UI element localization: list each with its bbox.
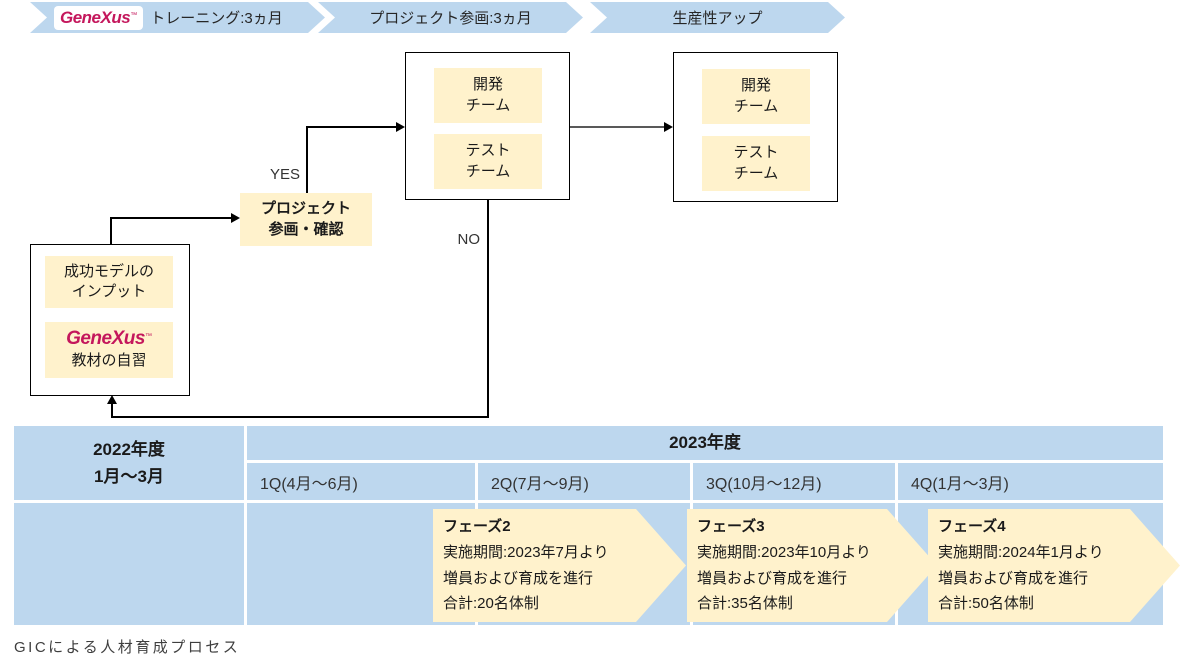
test-team-line2: チーム	[465, 162, 511, 180]
connector-no-up	[111, 403, 113, 417]
fy2022-line1: 2022年度	[93, 439, 165, 459]
q4-label: 4Q(1月〜3月)	[911, 475, 1009, 493]
phase-4-arrow: フェーズ4 実施期間:2024年1月より 増員および育成を進行 合計:50名体制	[928, 509, 1180, 622]
phase-3-title: フェーズ3	[697, 518, 765, 535]
dev-team-box-2: 開発 チーム	[702, 69, 810, 124]
connector-yes-right	[306, 126, 397, 128]
connector-no-left	[111, 416, 489, 418]
phase-4-total: 合計:50名体制	[938, 595, 1034, 613]
banner-project-join-label: プロジェクト参画:3ヵ月	[369, 10, 532, 27]
phase-2-action: 増員および育成を進行	[443, 569, 594, 587]
phase-3-period: 実施期間:2023年10月より	[697, 543, 871, 561]
dev-team-line1: 開発	[472, 76, 503, 94]
genexus-self-study-box: GeneXus™ 教材の自習	[45, 322, 173, 378]
connector-no-down	[487, 200, 489, 417]
genexus-logo: GeneXus	[60, 7, 131, 27]
header-q4: 4Q(1月〜3月)	[898, 463, 1163, 500]
connector-to-decision	[110, 217, 232, 219]
q3-label: 3Q(10月〜12月)	[706, 475, 822, 493]
slide-caption: GICによる人材育成プロセス	[14, 639, 241, 656]
phase-4-title: フェーズ4	[938, 518, 1006, 535]
phase-2-arrow: フェーズ2 実施期間:2023年7月より 増員および育成を進行 合計:20名体制	[433, 509, 686, 622]
connector-start-up	[110, 218, 112, 244]
test-team-line2: チーム	[733, 164, 779, 182]
dev-team-box-1: 開発 チーム	[434, 68, 542, 123]
team-box-1: 開発 チーム テスト チーム	[405, 52, 570, 200]
genexus-logo-big: GeneXus™	[66, 328, 152, 350]
banner-training-label: トレーニング:3ヵ月	[150, 10, 283, 27]
header-q2: 2Q(7月〜9月)	[478, 463, 690, 500]
phase-2-title: フェーズ2	[443, 518, 511, 535]
self-study-label: 教材の自習	[71, 351, 147, 369]
dev-team-line2: チーム	[733, 97, 779, 115]
connector-team1-team2	[570, 126, 665, 128]
body-cell-fy2022	[14, 503, 244, 625]
project-join-confirm-box: プロジェクト 参画・確認	[240, 193, 372, 246]
start-box: 成功モデルの インプット GeneXus™ 教材の自習	[30, 244, 190, 396]
fy2023-label: 2023年度	[669, 433, 741, 453]
header-fy2023: 2023年度	[247, 426, 1163, 460]
no-label: NO	[457, 231, 481, 248]
header-q1: 1Q(4月〜6月)	[247, 463, 475, 500]
team-box-2: 開発 チーム テスト チーム	[673, 52, 838, 202]
q2-label: 2Q(7月〜9月)	[491, 475, 589, 493]
success-model-input-box: 成功モデルの インプット	[45, 256, 173, 308]
genexus-logo-chip: GeneXus™	[54, 6, 143, 30]
phase-2-total: 合計:20名体制	[443, 595, 539, 613]
test-team-box-1: テスト チーム	[434, 134, 542, 189]
q1-label: 1Q(4月〜6月)	[260, 475, 358, 493]
banner-productivity-label: 生産性アップ	[672, 10, 763, 27]
phase-3-arrow: フェーズ3 実施期間:2023年10月より 増員および育成を進行 合計:35名体…	[687, 509, 937, 622]
phase-4-action: 増員および育成を進行	[938, 569, 1089, 587]
arrowhead-to-team1	[396, 122, 405, 132]
header-q3: 3Q(10月〜12月)	[693, 463, 895, 500]
banner-productivity: 生産性アップ	[590, 2, 845, 33]
banner-training: GeneXus™ トレーニング:3ヵ月	[30, 2, 325, 33]
success-model-line1: 成功モデルの	[63, 262, 154, 280]
phase-3-total: 合計:35名体制	[697, 595, 793, 613]
decision-line2: 参画・確認	[268, 220, 344, 238]
banner-project-join: プロジェクト参画:3ヵ月	[318, 2, 583, 33]
yes-label: YES	[269, 166, 300, 183]
arrowhead-to-decision	[231, 213, 240, 223]
test-team-line1: テスト	[733, 144, 779, 162]
dev-team-line1: 開発	[740, 77, 771, 95]
decision-line1: プロジェクト	[260, 200, 351, 218]
dev-team-line2: チーム	[465, 96, 511, 114]
phase-4-period: 実施期間:2024年1月より	[938, 543, 1104, 561]
success-model-line2: インプット	[71, 283, 147, 300]
phase-3-action: 増員および育成を進行	[697, 569, 848, 587]
trademark-mark: ™	[130, 11, 138, 19]
connector-yes-up	[306, 127, 308, 193]
phase-2-period: 実施期間:2023年7月より	[443, 543, 609, 561]
test-team-line1: テスト	[465, 142, 511, 160]
test-team-box-2: テスト チーム	[702, 136, 810, 191]
header-fy2022: 2022年度 1月〜3月	[14, 426, 244, 500]
arrowhead-to-team2	[664, 122, 673, 132]
fy2022-line2: 1月〜3月	[94, 467, 164, 486]
arrowhead-to-start	[107, 395, 117, 404]
